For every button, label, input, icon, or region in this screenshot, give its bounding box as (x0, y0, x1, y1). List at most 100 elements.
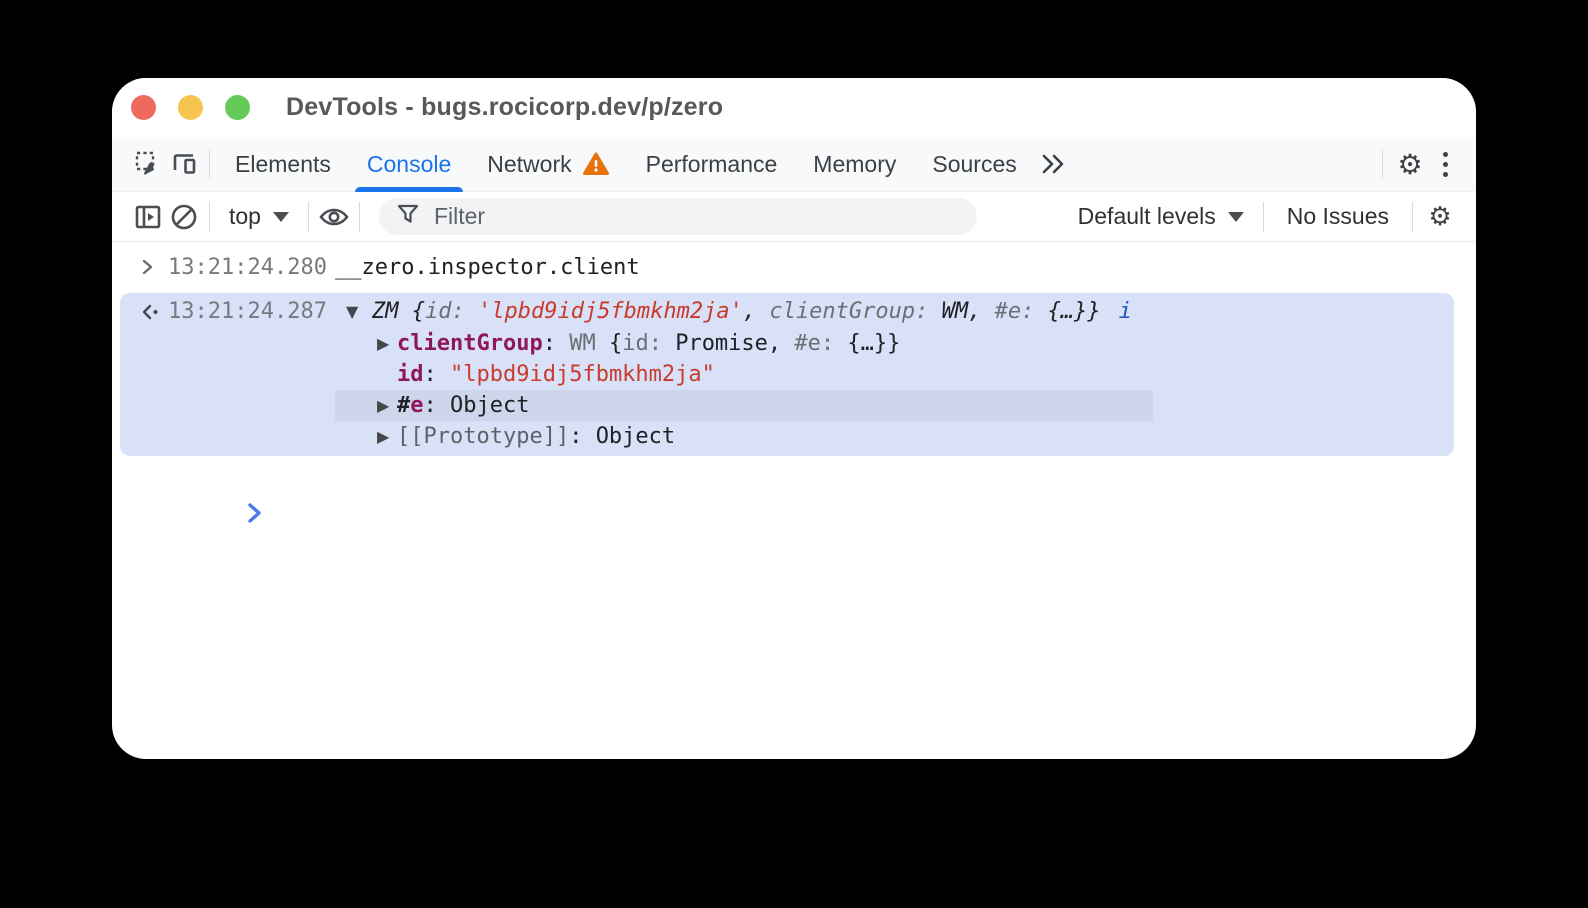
double-chevron-right-icon (1038, 152, 1068, 176)
divider (307, 201, 309, 232)
preview-key: clientGroup: (769, 299, 942, 324)
preview-key: #e: (794, 331, 835, 356)
separator: , (968, 299, 995, 324)
divider (209, 149, 210, 179)
tab-label: Network (487, 150, 572, 177)
tab-performance[interactable]: Performance (628, 137, 796, 192)
brace: } (887, 331, 901, 356)
tab-label: Sources (932, 150, 1017, 177)
block-circle-icon (169, 202, 199, 232)
prototype-key: [[Prototype]] (397, 424, 570, 449)
console-command-row: 13:21:24.280 __zero.inspector.client (112, 242, 1476, 292)
expand-triangle-icon[interactable]: ▶ (377, 334, 390, 353)
warning-triangle-icon (582, 151, 610, 177)
levels-label: Default levels (1077, 203, 1216, 229)
colon: : (423, 362, 450, 387)
divider (358, 201, 360, 232)
active-tab-indicator (354, 186, 464, 192)
preview-value: {…} (834, 331, 888, 356)
console-prompt[interactable] (140, 476, 1476, 556)
tab-sources[interactable]: Sources (914, 137, 1034, 192)
console-sidebar-toggle-button[interactable] (130, 199, 166, 235)
divider (1412, 201, 1413, 232)
colon: : (569, 424, 596, 449)
object-class-name: WM (569, 331, 596, 356)
property-key: e (410, 393, 424, 418)
clear-console-button[interactable] (166, 199, 202, 235)
divider (209, 201, 210, 232)
expand-triangle-icon[interactable]: ▶ (377, 427, 390, 446)
tab-label: Memory (813, 150, 897, 177)
tab-elements[interactable]: Elements (217, 137, 349, 192)
preview-value: {…} (1047, 299, 1088, 324)
window-title: DevTools - bugs.rocicorp.dev/p/zero (286, 93, 724, 121)
eye-icon (317, 202, 351, 232)
property-value: Object (450, 393, 530, 418)
javascript-context-selector[interactable]: top (217, 203, 301, 230)
titlebar: DevTools - bugs.rocicorp.dev/p/zero (112, 78, 1476, 137)
command-expression: __zero.inspector.client (335, 254, 640, 280)
command-result-icon (140, 302, 168, 322)
brace: { (411, 299, 425, 324)
property-key: id (397, 362, 424, 387)
sidebar-panel-icon (133, 202, 163, 232)
gear-icon: ⚙ (1428, 201, 1452, 232)
tab-label: Console (366, 150, 452, 177)
context-label: top (229, 203, 261, 229)
gear-icon: ⚙ (1397, 147, 1423, 181)
filter-input[interactable] (433, 203, 961, 230)
tree-row-private-e[interactable]: ▶ #e: Object (120, 390, 1454, 421)
settings-button[interactable]: ⚙ (1390, 144, 1430, 184)
preview-string-value: 'lpbd9idj5fbmkhm2ja' (477, 299, 743, 324)
more-tabs-button[interactable] (1035, 146, 1071, 182)
log-levels-selector[interactable]: Default levels (1066, 203, 1256, 230)
separator: , (767, 331, 795, 356)
tab-label: Performance (645, 150, 778, 177)
tab-label: Elements (235, 150, 331, 177)
preview-key: id: (622, 331, 662, 356)
divider (1262, 201, 1264, 232)
tab-console[interactable]: Console (349, 137, 469, 192)
device-toolbar-icon (169, 149, 199, 179)
preview-value: Promise (661, 331, 768, 356)
object-preview: ▼ ZM {id: 'lpbd9idj5fbmkhm2ja', clientGr… (335, 299, 1132, 324)
console-result-message: 13:21:24.287 ▼ ZM {id: 'lpbd9idj5fbmkhm2… (120, 293, 1454, 456)
devtools-window: DevTools - bugs.rocicorp.dev/p/zero (112, 78, 1476, 759)
property-key: clientGroup (397, 331, 543, 356)
toggle-device-toolbar-button[interactable] (166, 146, 202, 182)
minimize-window-button[interactable] (178, 95, 203, 120)
tab-memory[interactable]: Memory (795, 137, 914, 192)
tree-row-clientgroup: ▶ clientGroup: WM {id: Promise, #e: {…}} (120, 328, 1454, 359)
close-window-button[interactable] (131, 95, 156, 120)
issues-status[interactable]: No Issues (1286, 203, 1389, 229)
property-string-value: "lpbd9idj5fbmkhm2ja" (450, 362, 715, 387)
info-hint-icon[interactable]: i (1118, 299, 1132, 324)
tab-network[interactable]: Network (469, 137, 627, 192)
colon: : (423, 393, 450, 418)
message-timestamp: 13:21:24.280 (168, 254, 327, 280)
filter-field[interactable] (378, 198, 977, 235)
separator: , (742, 299, 770, 324)
message-timestamp: 13:21:24.287 (168, 299, 327, 324)
devtools-tabbar: Elements Console Network Performance Mem… (112, 137, 1476, 192)
console-settings-button[interactable]: ⚙ (1420, 197, 1460, 237)
preview-key: id: (425, 299, 478, 324)
create-live-expression-button[interactable] (316, 199, 352, 235)
object-class-name: ZM (372, 299, 412, 324)
property-value: Object (595, 424, 676, 449)
customize-devtools-button[interactable] (1430, 146, 1460, 182)
result-header-row: 13:21:24.287 ▼ ZM {id: 'lpbd9idj5fbmkhm2… (120, 295, 1454, 328)
tree-row-prototype: ▶ [[Prototype]]: Object (120, 421, 1454, 452)
chevron-down-icon (1227, 211, 1244, 222)
preview-key: #e: (994, 299, 1048, 324)
console-toolbar: top Default levels (112, 192, 1476, 242)
inspect-element-button[interactable] (130, 146, 166, 182)
traffic-lights (131, 95, 250, 120)
funnel-filter-icon (395, 201, 421, 232)
collapse-triangle-icon[interactable]: ▼ (346, 302, 359, 321)
expand-triangle-icon[interactable]: ▶ (377, 396, 390, 415)
fullscreen-window-button[interactable] (225, 95, 250, 120)
tree-row-id: id: "lpbd9idj5fbmkhm2ja" (120, 359, 1454, 390)
inspect-cursor-icon (133, 149, 163, 179)
brace: } (1087, 299, 1101, 324)
